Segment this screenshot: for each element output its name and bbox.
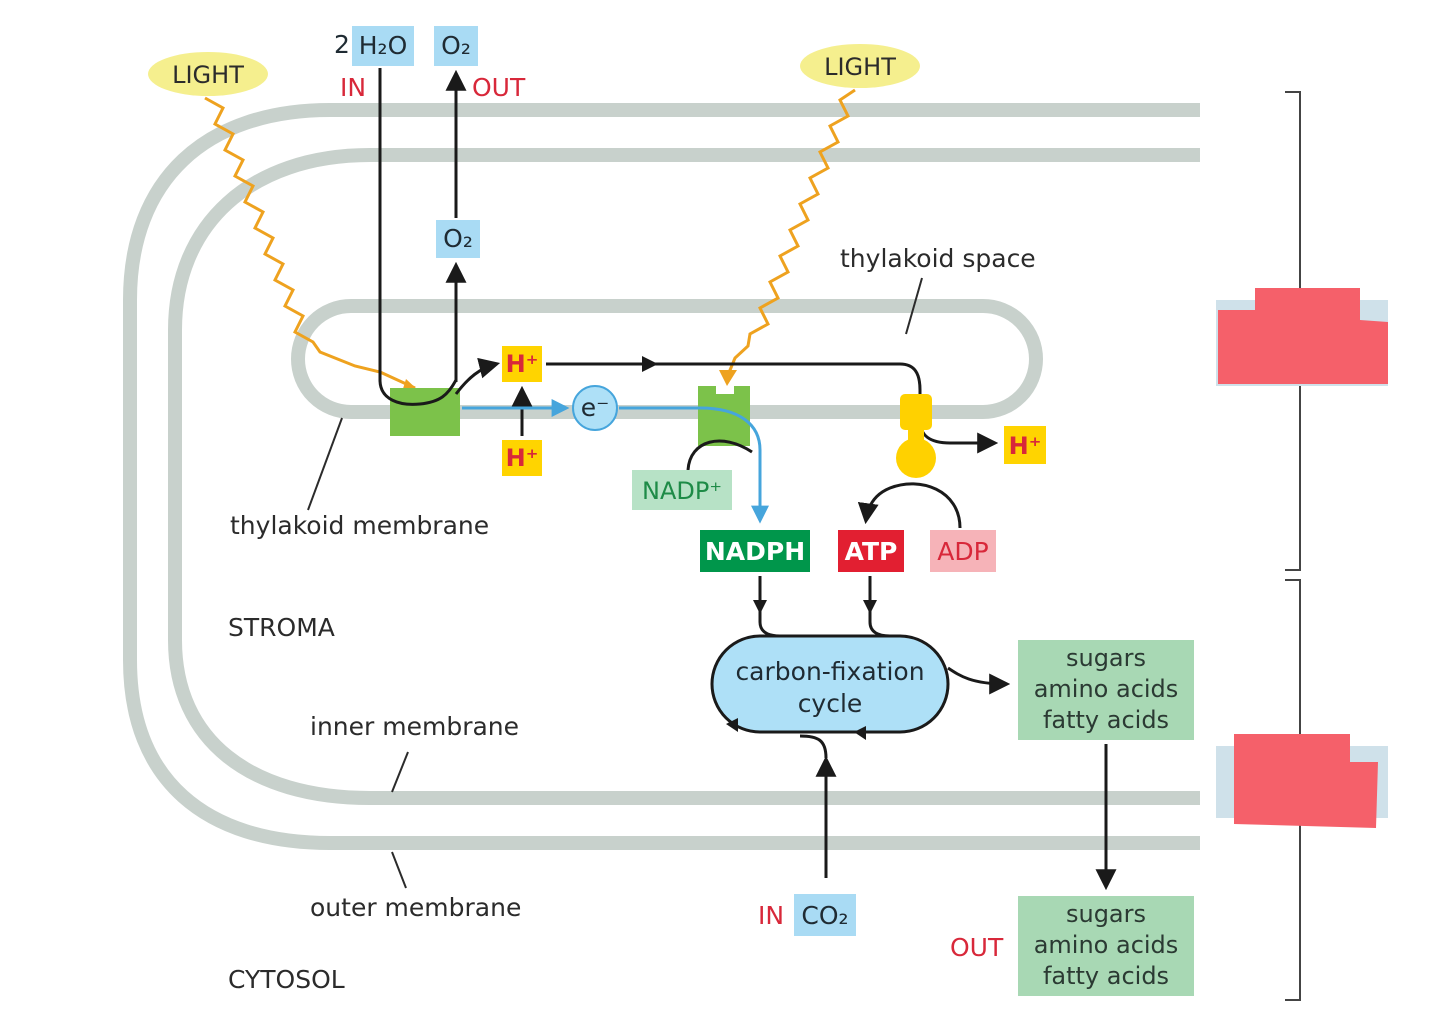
light-label-left: LIGHT [172, 61, 244, 89]
electron-path-2 [619, 406, 769, 524]
inner-membrane-leader [391, 751, 409, 793]
atp-synthase-head [896, 438, 936, 478]
water-label: H₂O [359, 31, 408, 60]
products-stroma-box [1018, 640, 1194, 740]
co2-box [794, 894, 856, 936]
cycle-arrowhead-left [726, 718, 738, 732]
in-co2-label: IN [758, 901, 784, 930]
out-products-label: OUT [950, 933, 1004, 962]
outer-membrane-label: outer membrane [310, 893, 521, 922]
inner-membrane-shape [168, 148, 1200, 805]
atp-synthase-neck [908, 426, 924, 442]
co2-label: CO₂ [801, 901, 848, 930]
nadp-reduction-arc [686, 439, 753, 471]
inner-membrane-label: inner membrane [310, 712, 519, 741]
outer-membrane-leader [391, 851, 407, 889]
stroma-label: STROMA [228, 613, 335, 642]
light-wave-right-arrowhead [719, 370, 737, 386]
hplus-box-3 [1004, 426, 1046, 464]
cycle-to-products [947, 666, 1011, 695]
oxygen-mid-box [436, 220, 480, 258]
hplus-label-3: H⁺ [1009, 432, 1042, 460]
redaction-bottom [1234, 734, 1378, 828]
thylakoid-membrane-label: thylakoid membrane [230, 511, 489, 540]
water-box [352, 26, 414, 66]
electron-label: e⁻ [581, 393, 610, 422]
oxygen-top-box [434, 26, 478, 66]
proton-line-mid-arrowhead [642, 356, 658, 372]
outer-membrane-shape [123, 103, 1200, 850]
out-top-label: OUT [472, 73, 526, 102]
nadph-arrowhead [753, 600, 767, 614]
products-cytosol-2: amino acids [1034, 931, 1179, 959]
in-top-label: IN [340, 73, 366, 102]
products-cytosol-3: fatty acids [1043, 962, 1169, 990]
hplus-label-1: H⁺ [506, 350, 539, 378]
hplus-box-1 [502, 346, 542, 382]
oxygen-mid-label: O₂ [443, 224, 473, 253]
light-label-right: LIGHT [824, 53, 896, 81]
products-stroma-3: fatty acids [1043, 706, 1169, 734]
electron-carrier [572, 385, 618, 431]
atp-formation-arc [857, 482, 962, 529]
atp-arrowhead [863, 600, 877, 614]
light-bubble-left [148, 52, 268, 96]
products-stroma-2: amino acids [1034, 675, 1179, 703]
light-wave-right [726, 88, 856, 376]
nadp-plus-label: NADP⁺ [642, 477, 722, 505]
cycle-arrowhead-right [854, 726, 866, 740]
hplus-label-2: H⁺ [506, 444, 539, 472]
adp-label: ADP [937, 537, 988, 566]
water-count: 2 [334, 30, 350, 59]
hplus-release-path [454, 357, 501, 395]
thylakoid-space-label: thylakoid space [840, 244, 1036, 273]
co2-split [799, 734, 828, 759]
carbon-fixation-cycle [710, 634, 950, 734]
thylakoid-space-leader [905, 277, 923, 335]
hplus-box-2 [502, 440, 542, 476]
redaction-top [1218, 288, 1388, 384]
nadph-label: NADPH [705, 537, 805, 566]
cycle-label-line1: carbon-fixation [735, 657, 924, 686]
light-bubble-right [800, 44, 920, 88]
thylakoid-membrane-shape [291, 299, 1043, 419]
adp-box [930, 530, 996, 572]
oxygen-top-label: O₂ [441, 31, 471, 60]
cycle-label-line2: cycle [798, 689, 863, 718]
nadp-plus-box [632, 470, 732, 510]
thylakoid-membrane-leader [307, 417, 343, 511]
water-path [378, 68, 458, 406]
products-cytosol-1: sugars [1066, 900, 1146, 928]
products-cytosol-box [1018, 896, 1194, 996]
atp-synthase-stalk [900, 394, 932, 430]
cytosol-label: CYTOSOL [228, 965, 345, 994]
atp-box [838, 530, 904, 572]
products-stroma-1: sugars [1066, 644, 1146, 672]
nadph-box [700, 530, 810, 572]
photosystem-i [698, 386, 750, 446]
atp-label: ATP [845, 537, 898, 566]
light-wave-left [204, 96, 416, 390]
photosystem-ii [390, 388, 460, 436]
